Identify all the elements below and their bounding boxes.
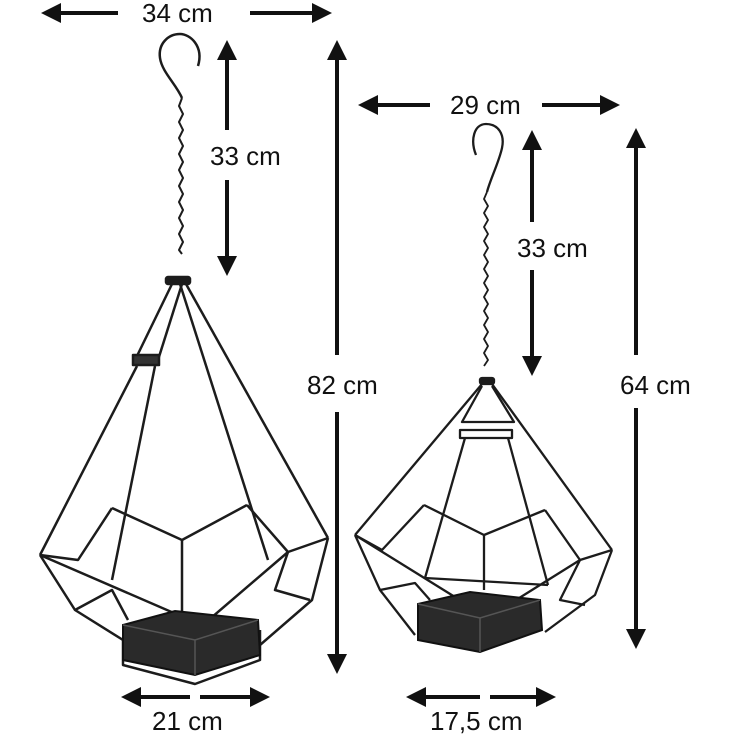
- small-base-width-label: 17,5 cm: [428, 706, 525, 736]
- large-chain: [178, 97, 184, 255]
- small-chain: [483, 191, 489, 367]
- small-tray: [417, 590, 544, 654]
- small-width-label: 29 cm: [448, 90, 523, 120]
- small-hook: [472, 122, 504, 193]
- large-planter-illustration: [38, 32, 330, 686]
- small-chain-length-label: 33 cm: [515, 233, 590, 263]
- large-total-height-label: 82 cm: [305, 370, 380, 400]
- large-base-width-label: 21 cm: [150, 706, 225, 736]
- large-tray: [122, 609, 262, 677]
- large-hook: [158, 32, 201, 99]
- large-width-label: 34 cm: [140, 0, 215, 28]
- large-chain-length-label: 33 cm: [208, 141, 283, 171]
- small-planter-illustration: [353, 122, 614, 636]
- small-total-height-label: 64 cm: [618, 370, 693, 400]
